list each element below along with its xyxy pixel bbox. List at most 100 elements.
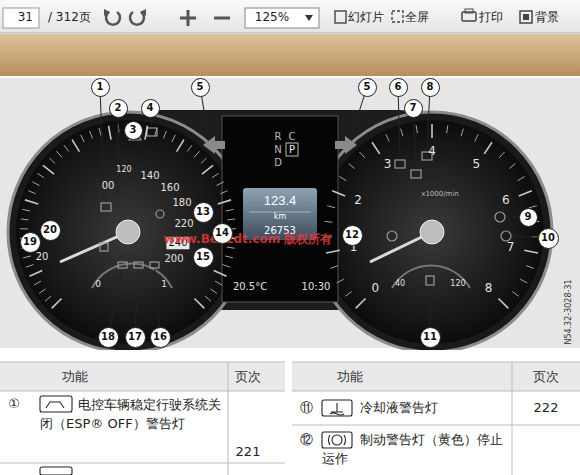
tick-mark (223, 265, 231, 268)
toolbar-zoom: 125% (255, 11, 289, 25)
callout-text: 4 (147, 103, 154, 113)
tick-mark (431, 124, 433, 138)
rpm-scale: 0 (372, 282, 380, 296)
page-number: 221 (236, 445, 261, 460)
callout-text: 19 (23, 237, 37, 247)
tick-mark (22, 209, 30, 211)
tick-mark (172, 135, 176, 142)
speed-scale: 180 (172, 197, 191, 209)
rpm-scale: 2 (354, 194, 362, 208)
speed-scale: 200 (164, 253, 183, 265)
tick-mark (205, 296, 211, 301)
tick-mark (90, 131, 93, 138)
callout-text: 3 (130, 125, 137, 135)
callout-number: 17 (125, 327, 146, 348)
tick-mark (330, 266, 338, 269)
tick-mark (386, 134, 389, 141)
toolbar-page-input: 31 (18, 11, 33, 25)
callout-text: 12 (345, 230, 359, 240)
table-header: 页次 (235, 370, 261, 385)
table-header: 功能 (62, 370, 88, 385)
tick-mark (447, 125, 448, 133)
tick-mark (475, 134, 478, 141)
unit-label: km (274, 212, 286, 221)
tick-mark (56, 151, 61, 157)
speed-scale: 220 (174, 218, 193, 230)
callout-number: 16 (150, 327, 171, 348)
tick-mark (520, 279, 527, 283)
rpm-scale: 6 (502, 194, 510, 208)
tick-mark (226, 209, 234, 211)
callout-number: 20 (40, 220, 61, 241)
tick-mark (109, 126, 112, 140)
callout-number: 5 (191, 78, 210, 97)
trip-reading: 123.4 (264, 194, 297, 209)
tick-mark (194, 151, 199, 157)
tick-mark (227, 218, 235, 220)
figure-code: N54.32-3028-31 (564, 279, 573, 344)
callout-number: 2 (109, 99, 128, 118)
temperature-display: 20.5°C (233, 281, 267, 293)
callout-number: 3 (124, 121, 143, 140)
tick-mark (26, 265, 34, 268)
tick-mark (210, 289, 217, 294)
tick-mark (339, 176, 346, 180)
gear-letter: R (275, 131, 282, 143)
speed-scale: 120 (116, 165, 131, 174)
tick-mark (43, 165, 54, 174)
tick-mark (72, 140, 79, 152)
gear-letter: D (274, 157, 282, 169)
tick-mark (509, 163, 515, 168)
tick-mark (187, 145, 192, 151)
table-header: 页次 (533, 370, 559, 385)
tick-mark (212, 173, 219, 177)
tick-mark (28, 191, 35, 194)
callout-number: 4 (141, 99, 160, 118)
tick-mark (484, 142, 492, 154)
temperature-scale: 40 (395, 279, 405, 288)
callout-number: 12 (342, 225, 363, 246)
tick-mark (21, 218, 29, 220)
temperature-scale: 120 (450, 279, 465, 288)
tick-mark (356, 298, 366, 308)
tick-mark (518, 176, 525, 180)
rpm-scale: 7 (507, 241, 515, 255)
callout-number: 9 (519, 208, 538, 227)
watermark: www.Benzdt.com 版权所有 (164, 233, 333, 247)
rpm-scale: 3 (384, 159, 392, 173)
tick-mark (25, 200, 38, 204)
tick-mark (401, 129, 403, 137)
callout-number: 19 (20, 232, 41, 253)
table-cell: 冷却液警告灯 (360, 401, 438, 416)
tick-mark (325, 221, 333, 223)
tick-mark (499, 152, 504, 158)
tick-mark (52, 298, 62, 308)
tick-mark (416, 125, 417, 133)
callout-number: 15 (193, 247, 214, 268)
tick-mark (99, 128, 101, 136)
tick-mark (194, 298, 204, 308)
callout-text: 8 (427, 82, 434, 92)
row-number: ① (8, 397, 20, 412)
tick-mark (519, 191, 532, 196)
toolbar-button: 打印 (479, 11, 503, 25)
page-number: 222 (534, 401, 559, 416)
tick-mark (326, 250, 340, 253)
tick-mark (163, 131, 166, 138)
table-cell: 制动警告灯（黄色）停止运作 (322, 431, 507, 469)
tick-mark (227, 247, 235, 248)
tick-mark (155, 128, 157, 136)
callout-text: 11 (423, 332, 437, 342)
speed-scale: 00 (102, 180, 115, 192)
tick-mark (39, 289, 46, 294)
tick-mark (81, 135, 85, 142)
tick-mark (337, 279, 344, 283)
callout-text: 9 (525, 212, 532, 222)
tick-mark (345, 292, 351, 297)
callout-text: 18 (101, 332, 115, 342)
callout-text: 14 (215, 228, 229, 238)
tick-mark (37, 173, 44, 177)
table-header: 功能 (337, 370, 363, 385)
fuel-scale: 1 (161, 279, 167, 289)
table-cell: 电控车辆稳定行驶系统关闭（ESP® OFF）警告灯 (40, 396, 222, 434)
